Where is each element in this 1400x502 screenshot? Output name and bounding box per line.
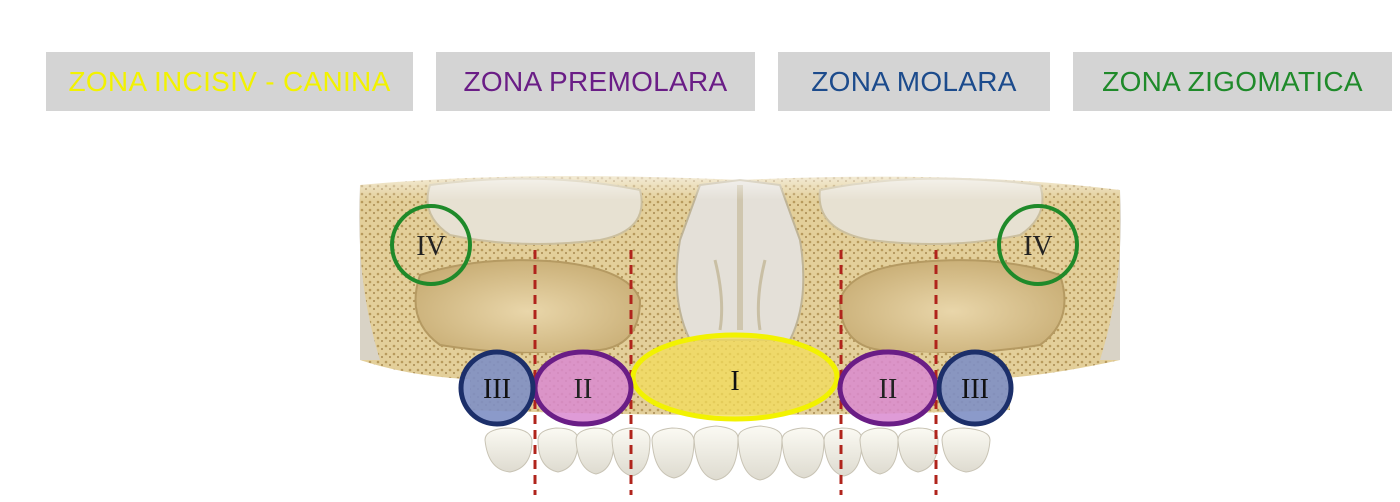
zone-molara-text: ZONA MOLARA [811, 65, 1017, 97]
zone-premolara-label: ZONA PREMOLARA [436, 52, 755, 111]
region-iii-right-label: III [961, 374, 989, 405]
region-i: I [630, 332, 840, 422]
region-ii-left: II [532, 349, 634, 427]
region-iv-left-label: IV [416, 231, 446, 262]
region-iii-right: III [936, 349, 1014, 427]
region-iii-left-label: III [483, 374, 511, 405]
region-ii-left-label: II [574, 374, 593, 405]
region-ii-right: II [837, 349, 939, 427]
zone-incisiv-canina-label: ZONA INCISIV - CANINA [46, 52, 413, 111]
zone-zigomatica-label: ZONA ZIGOMATICA [1073, 52, 1392, 111]
zone-premolara-text: ZONA PREMOLARA [463, 65, 728, 97]
region-ii-right-label: II [879, 374, 898, 405]
teeth-row [484, 425, 991, 481]
region-iii-left: III [458, 349, 536, 427]
region-i-label: I [730, 366, 739, 397]
region-iv-right: IV [997, 204, 1079, 286]
zone-incisiv-canina-text: ZONA INCISIV - CANINA [68, 65, 391, 97]
region-iv-right-label: IV [1023, 231, 1053, 262]
zone-molara-label: ZONA MOLARA [778, 52, 1050, 111]
region-iv-left: IV [390, 204, 472, 286]
zone-zigomatica-text: ZONA ZIGOMATICA [1102, 65, 1363, 97]
